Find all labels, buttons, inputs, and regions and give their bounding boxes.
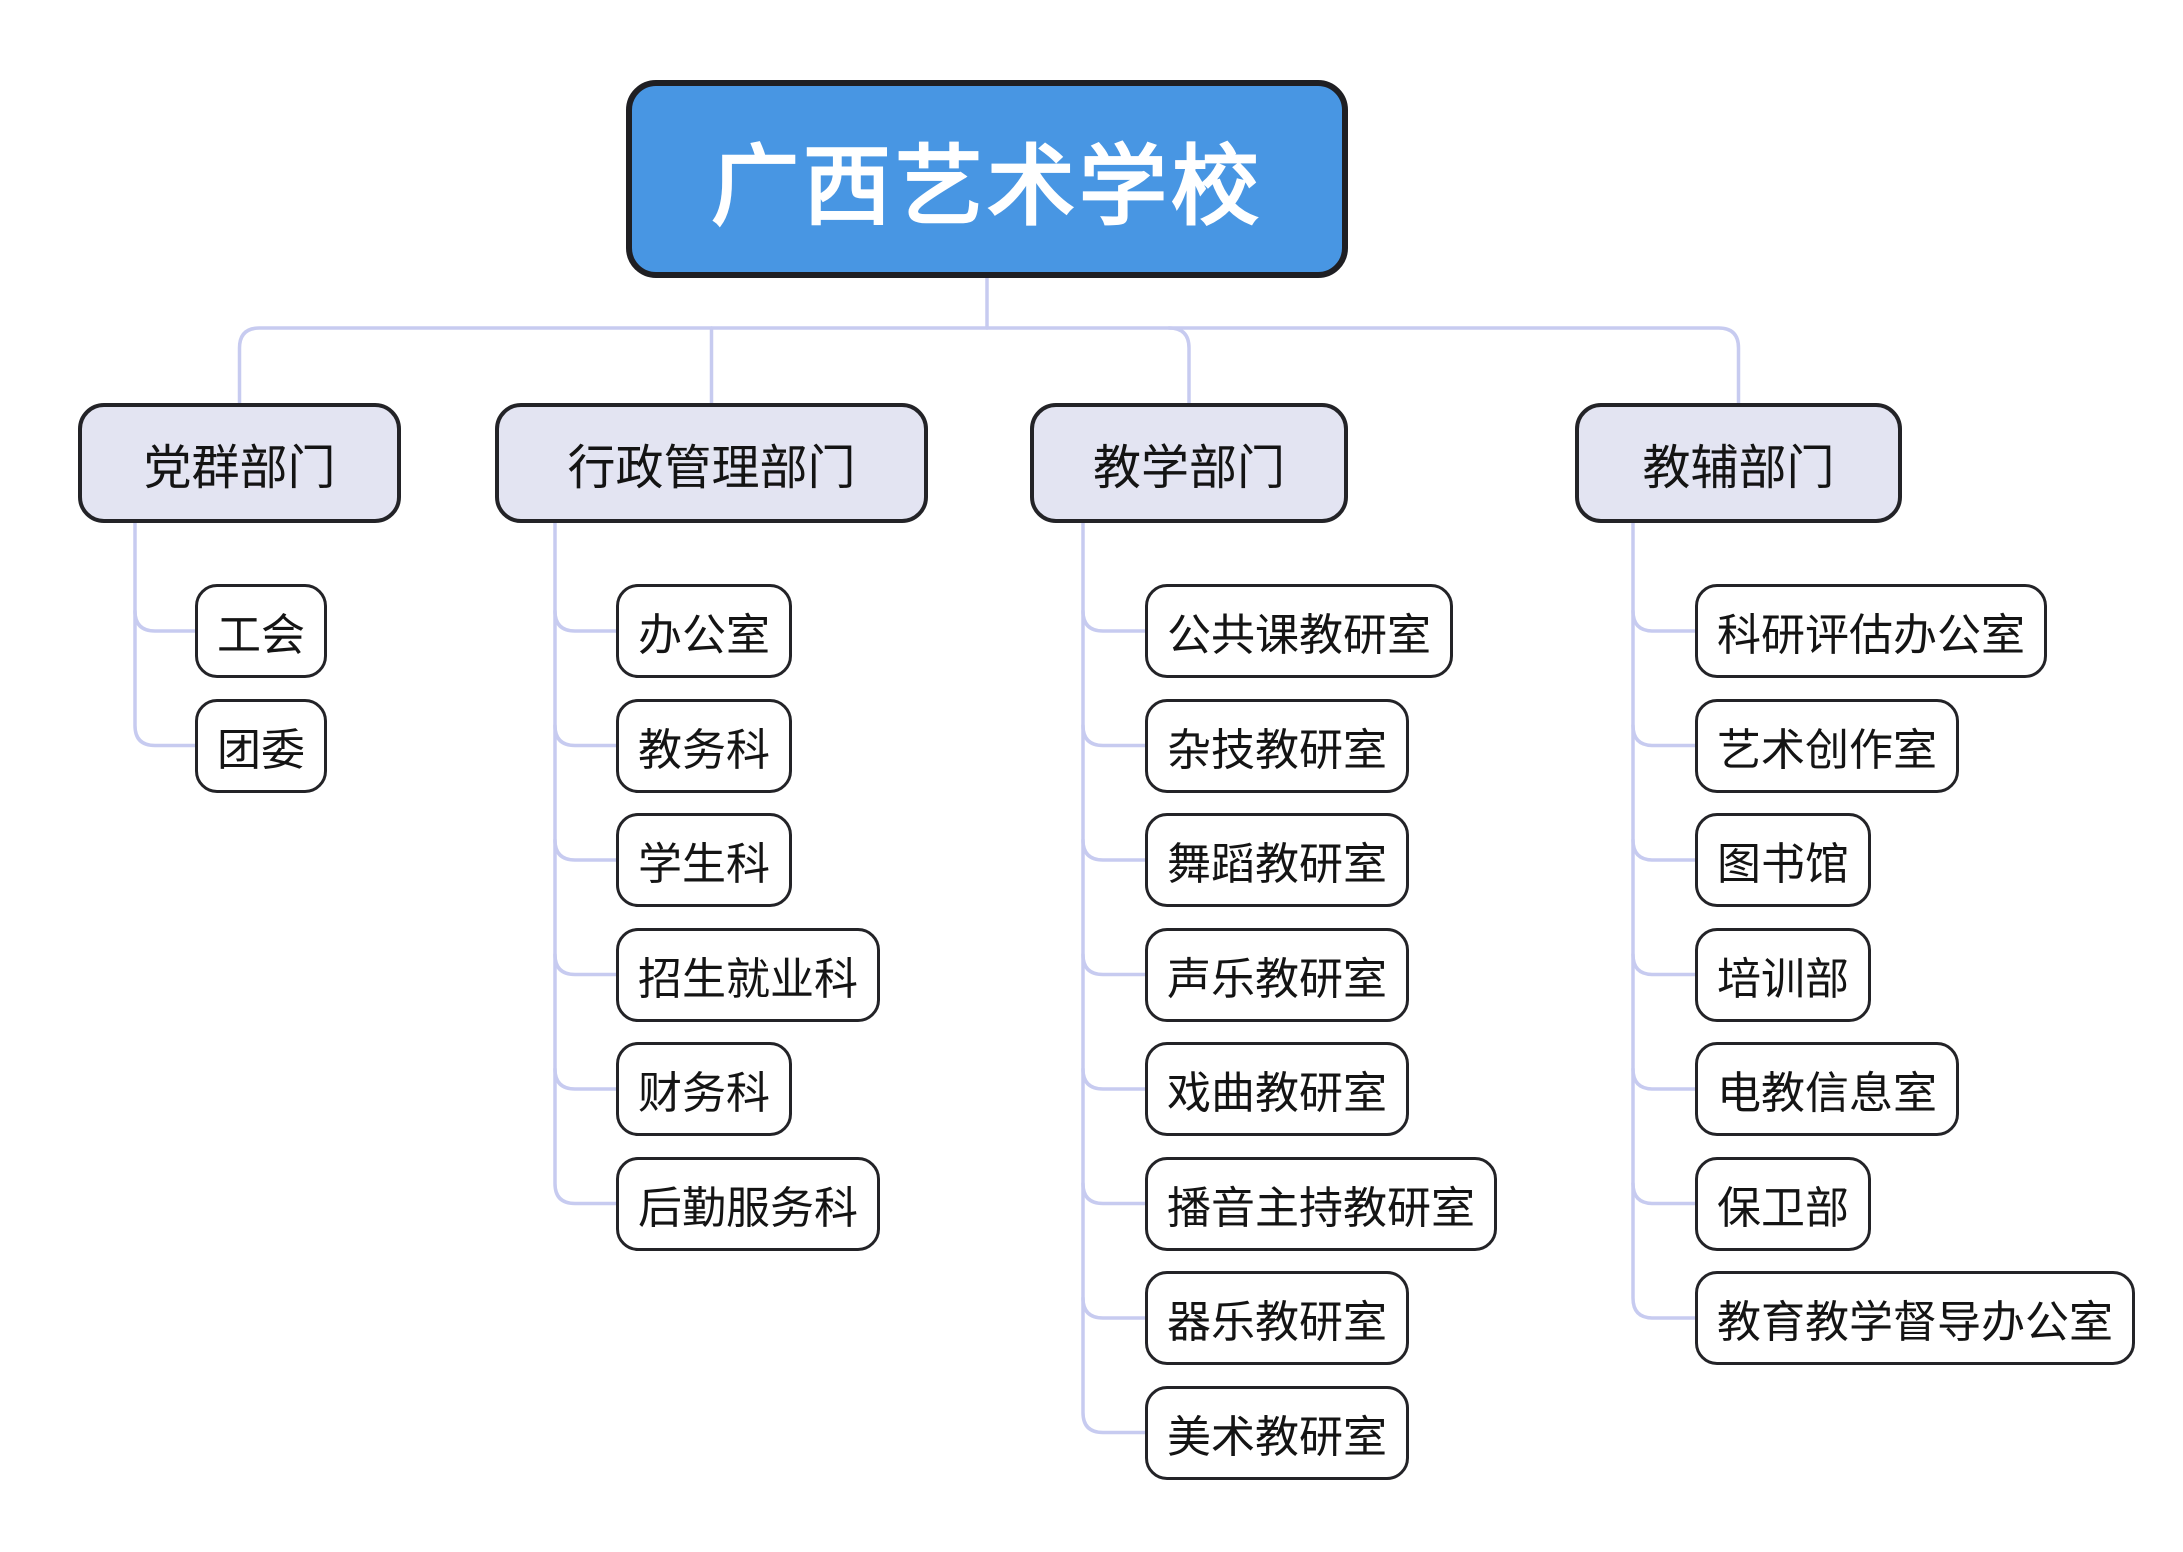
child-node[interactable]: 招生就业科	[616, 927, 880, 1022]
child-node[interactable]: 财务科	[616, 1042, 792, 1136]
child-node[interactable]: 舞蹈教研室	[1145, 813, 1409, 907]
child-node[interactable]: 器乐教研室	[1145, 1271, 1409, 1365]
root-node[interactable]: 广西艺术学校	[626, 80, 1348, 278]
child-node[interactable]: 电教信息室	[1695, 1042, 1959, 1136]
child-node[interactable]: 公共课教研室	[1145, 584, 1453, 678]
child-node[interactable]: 团委	[195, 698, 327, 793]
child-node[interactable]: 戏曲教研室	[1145, 1042, 1409, 1136]
child-node[interactable]: 学生科	[616, 813, 792, 907]
child-node[interactable]: 图书馆	[1695, 813, 1871, 907]
child-node[interactable]: 声乐教研室	[1145, 927, 1409, 1022]
child-node[interactable]: 播音主持教研室	[1145, 1156, 1497, 1251]
branch-node[interactable]: 教辅部门	[1575, 403, 1902, 523]
child-node[interactable]: 杂技教研室	[1145, 698, 1409, 793]
child-node[interactable]: 教务科	[616, 698, 792, 793]
child-node[interactable]: 后勤服务科	[616, 1156, 880, 1251]
child-node[interactable]: 培训部	[1695, 927, 1871, 1022]
branch-node[interactable]: 行政管理部门	[495, 403, 928, 523]
child-node[interactable]: 美术教研室	[1145, 1385, 1409, 1480]
child-node[interactable]: 艺术创作室	[1695, 698, 1959, 793]
child-node[interactable]: 科研评估办公室	[1695, 584, 2047, 678]
branch-node[interactable]: 党群部门	[78, 403, 401, 523]
child-node[interactable]: 工会	[195, 584, 327, 678]
child-node[interactable]: 保卫部	[1695, 1156, 1871, 1251]
branch-node[interactable]: 教学部门	[1030, 403, 1348, 523]
child-node[interactable]: 教育教学督导办公室	[1695, 1271, 2135, 1365]
child-node[interactable]: 办公室	[616, 584, 792, 678]
